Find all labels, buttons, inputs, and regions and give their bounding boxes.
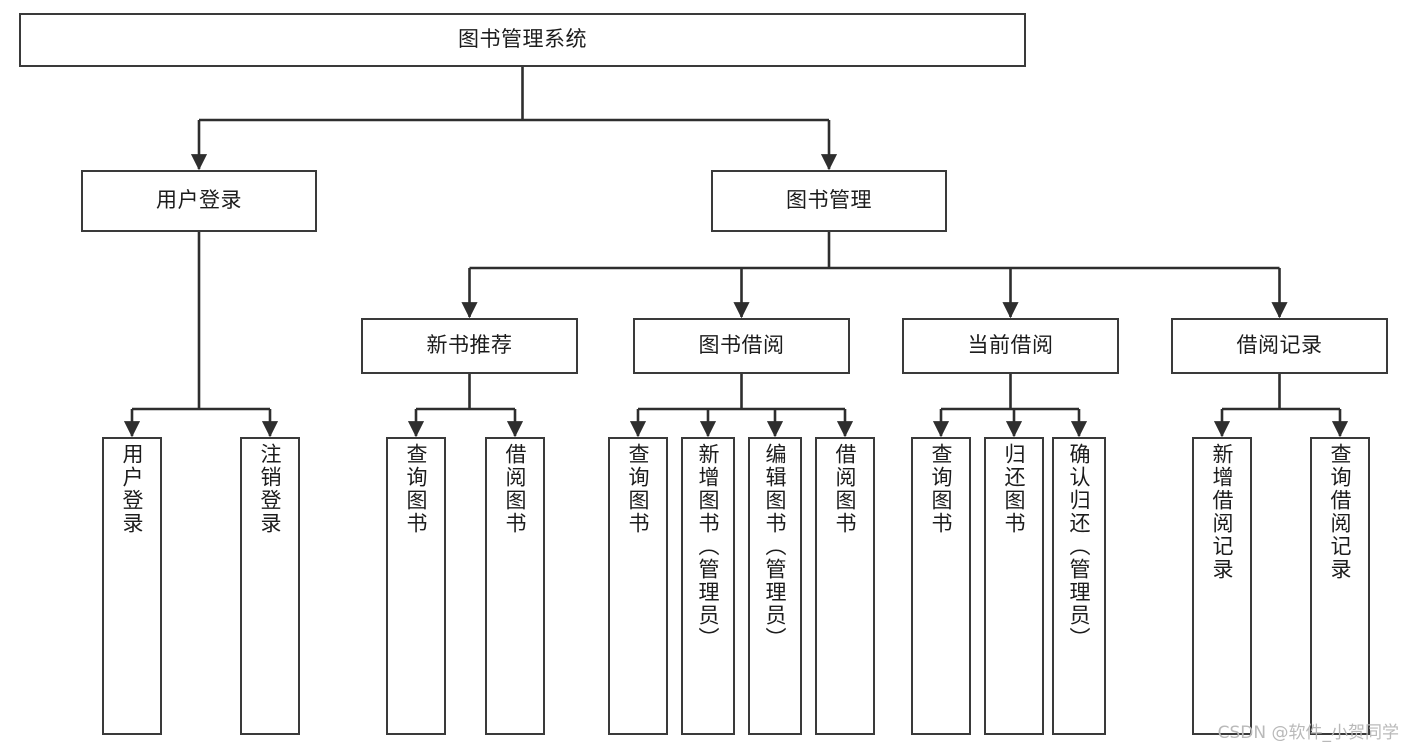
- node-leaf-query-book-1-label: 查询图书: [404, 443, 429, 535]
- node-leaf-confirm-return[interactable]: 确认归还（管理员）: [1052, 437, 1106, 735]
- node-leaf-query-book-3[interactable]: 查询图书: [911, 437, 971, 735]
- node-borrow-records[interactable]: 借阅记录: [1171, 318, 1388, 374]
- node-leaf-borrow-book-2-label: 借阅图书: [833, 443, 858, 535]
- node-new-book-rec[interactable]: 新书推荐: [361, 318, 578, 374]
- watermark: CSDN @软件_小贺同学: [1217, 723, 1399, 743]
- node-leaf-query-book-3-label: 查询图书: [929, 443, 954, 535]
- node-current-borrow-label: 当前借阅: [967, 333, 1054, 358]
- node-borrow-records-label: 借阅记录: [1236, 333, 1323, 358]
- node-leaf-borrow-book-1-label: 借阅图书: [503, 443, 528, 535]
- node-leaf-logout[interactable]: 注销登录: [240, 437, 300, 735]
- node-leaf-user-login[interactable]: 用户登录: [102, 437, 162, 735]
- node-user-login-label: 用户登录: [156, 188, 242, 213]
- node-leaf-query-book-2-label: 查询图书: [626, 443, 651, 535]
- node-leaf-add-book[interactable]: 新增图书（管理员）: [681, 437, 735, 735]
- node-leaf-add-record-label: 新增借阅记录: [1210, 443, 1235, 581]
- node-leaf-add-record[interactable]: 新增借阅记录: [1192, 437, 1252, 735]
- node-leaf-query-book-1[interactable]: 查询图书: [386, 437, 446, 735]
- node-leaf-return-book-label: 归还图书: [1002, 443, 1027, 535]
- node-leaf-logout-label: 注销登录: [258, 443, 283, 535]
- node-book-borrow-label: 图书借阅: [698, 333, 785, 358]
- node-book-manage-label: 图书管理: [786, 188, 872, 213]
- node-new-book-rec-label: 新书推荐: [426, 333, 513, 358]
- node-leaf-borrow-book-2[interactable]: 借阅图书: [815, 437, 875, 735]
- node-leaf-query-book-2[interactable]: 查询图书: [608, 437, 668, 735]
- node-leaf-confirm-return-label: 确认归还（管理员）: [1067, 443, 1092, 650]
- node-leaf-edit-book-label: 编辑图书（管理员）: [763, 443, 788, 650]
- node-current-borrow[interactable]: 当前借阅: [902, 318, 1119, 374]
- node-leaf-query-record[interactable]: 查询借阅记录: [1310, 437, 1370, 735]
- node-leaf-borrow-book-1[interactable]: 借阅图书: [485, 437, 545, 735]
- node-book-manage[interactable]: 图书管理: [711, 170, 947, 232]
- node-user-login[interactable]: 用户登录: [81, 170, 317, 232]
- node-leaf-return-book[interactable]: 归还图书: [984, 437, 1044, 735]
- node-root[interactable]: 图书管理系统: [19, 13, 1026, 67]
- node-leaf-add-book-label: 新增图书（管理员）: [696, 443, 721, 650]
- node-leaf-user-login-label: 用户登录: [120, 443, 145, 535]
- node-root-label: 图书管理系统: [458, 27, 587, 52]
- node-leaf-edit-book[interactable]: 编辑图书（管理员）: [748, 437, 802, 735]
- node-book-borrow[interactable]: 图书借阅: [633, 318, 850, 374]
- node-leaf-query-record-label: 查询借阅记录: [1328, 443, 1353, 581]
